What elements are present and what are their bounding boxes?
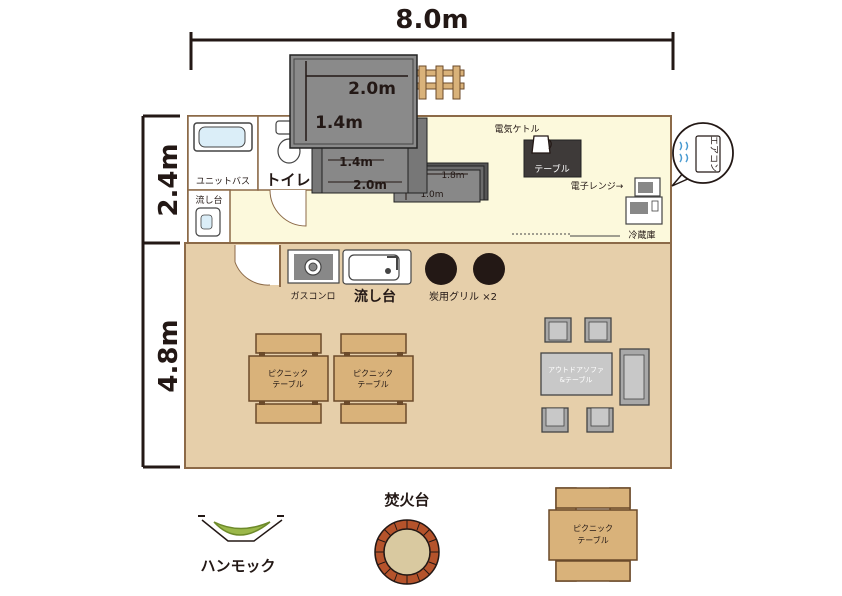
picnic-table-label: ピクニック	[353, 369, 393, 378]
outside-picnic-table	[548, 487, 638, 582]
width-dimension	[189, 32, 675, 70]
lower-height-label: 4.8m	[154, 319, 184, 392]
unit-bath-label: ユニットバス	[196, 176, 250, 187]
picnic-table-label: ピクニック	[268, 369, 308, 378]
firepit-label: 焚火台	[383, 491, 429, 509]
upper-table-label: テーブル	[534, 163, 569, 175]
ladder-icon	[411, 65, 465, 100]
sink-icon	[342, 249, 412, 285]
mid-item-width: 1.4m	[339, 155, 373, 169]
stacked-item-large	[289, 54, 418, 149]
sofa-table	[540, 352, 613, 396]
picnic-table	[248, 333, 329, 424]
picnic-table-label: テーブル	[272, 379, 304, 389]
microwave-label: 電子レンジ→	[571, 181, 624, 192]
kettle-label: 電気ケトル	[494, 123, 539, 135]
picnic-table	[333, 333, 414, 424]
grill-icon	[473, 253, 505, 285]
small-sink-label: 流し台	[195, 194, 222, 206]
toilet-door	[269, 189, 307, 227]
grill-label: 炭用グリル ×2	[429, 290, 497, 303]
small-item-width: 1.8m	[441, 171, 464, 181]
hammock-label: ハンモック	[200, 557, 275, 575]
mid2-item-width: 2.0m	[353, 178, 387, 192]
height-dimension	[141, 114, 180, 469]
grill-icon	[425, 253, 457, 285]
fridge-icon	[625, 196, 663, 225]
armchair	[544, 317, 572, 343]
picnic-table-label: テーブル	[357, 379, 389, 389]
hammock-icon	[198, 515, 284, 542]
kettle-icon	[531, 135, 552, 154]
outside-picnic-label: テーブル	[577, 535, 609, 545]
sofa-label: アウトドアソファ	[548, 366, 604, 374]
toilet-label: トイレ	[265, 171, 310, 189]
large-item-width: 2.0m	[348, 79, 396, 99]
gas-stove-label: ガスコンロ	[290, 291, 335, 302]
large-item-height: 1.4m	[315, 113, 363, 133]
armchair	[584, 317, 612, 343]
firepit-icon	[374, 519, 440, 585]
armchair	[541, 407, 569, 433]
lower-door-swing	[235, 245, 280, 286]
gas-stove-icon	[287, 249, 340, 284]
armchair	[586, 407, 614, 433]
microwave-icon	[634, 177, 661, 197]
fridge-label: 冷蔵庫	[628, 229, 655, 241]
aircon-icon	[671, 122, 734, 187]
sofa	[619, 348, 650, 406]
sink-label: 流し台	[354, 288, 396, 305]
sofa-label: &テーブル	[559, 375, 592, 384]
aircon-label: エアコン	[708, 136, 718, 172]
small-item-height: 1.0m	[420, 190, 443, 200]
width-label: 8.0m	[395, 5, 468, 35]
upper-height-label: 2.4m	[154, 143, 184, 216]
outside-picnic-label: ピクニック	[573, 524, 613, 533]
